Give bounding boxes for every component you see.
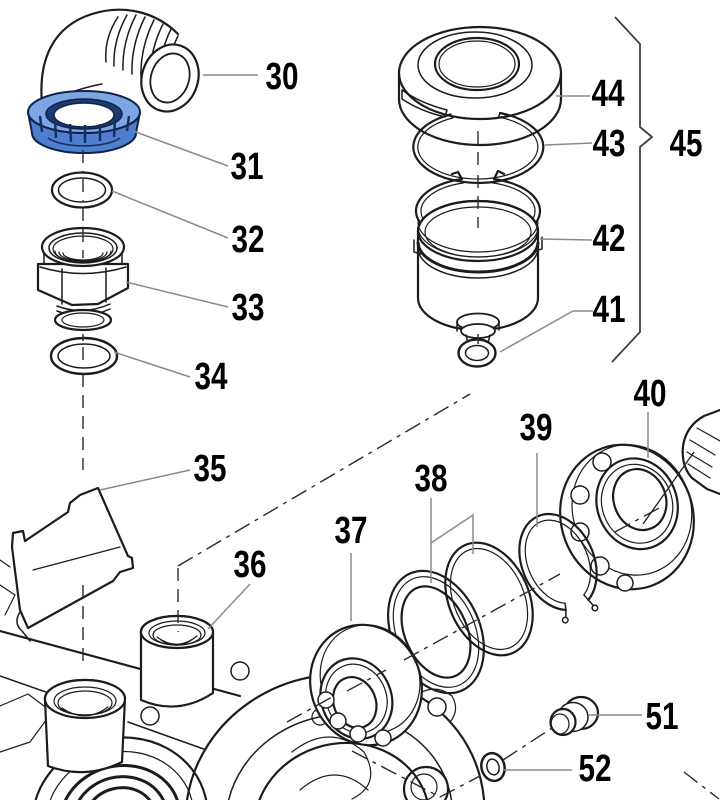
crankshaft-axis-line xyxy=(286,505,664,723)
part-52-o-ring xyxy=(480,751,506,783)
part-label-38: 38 xyxy=(415,458,448,500)
part-label-32: 32 xyxy=(232,219,265,261)
part-label-44: 44 xyxy=(592,73,625,115)
part-37-bearing xyxy=(309,623,423,747)
part-label-52: 52 xyxy=(579,748,612,790)
part-pump-crankcase xyxy=(0,614,486,800)
accumulator-lip-lines xyxy=(417,221,539,258)
part-label-35: 35 xyxy=(194,448,227,490)
valve-block-edge xyxy=(32,546,121,571)
part-label-39: 39 xyxy=(520,407,553,449)
leader-41 xyxy=(499,310,593,353)
part-shaft-end xyxy=(681,408,720,496)
bearing-ball xyxy=(590,556,610,576)
leader-38 xyxy=(430,498,474,583)
leader-42 xyxy=(539,238,593,241)
axis-lines xyxy=(82,131,695,723)
part-label-51: 51 xyxy=(646,696,679,738)
leader-43 xyxy=(544,142,593,146)
bearing-ball xyxy=(592,452,612,472)
bracket-45 xyxy=(611,16,653,363)
part-35-valve-block xyxy=(0,486,135,642)
bolt-hole xyxy=(427,697,447,717)
leader-31 xyxy=(132,130,229,167)
part-38-ring-b xyxy=(444,541,534,657)
elbow-open-end xyxy=(140,43,200,113)
part-33-adapter-fitting xyxy=(36,226,130,332)
part-label-36: 36 xyxy=(234,544,267,586)
accumulator-diagonal-axis xyxy=(177,393,471,567)
leader-35 xyxy=(99,469,191,491)
bearing-ball xyxy=(616,574,634,592)
part-label-42: 42 xyxy=(593,218,626,260)
plug-axis-line xyxy=(351,727,720,800)
flange-ear xyxy=(419,688,457,723)
part-label-40: 40 xyxy=(634,373,667,415)
callout-labels: 30 31 32 33 34 35 36 37 38 39 40 41 42 4… xyxy=(194,56,703,790)
part-43-ring xyxy=(412,111,545,184)
valve-block-tail xyxy=(0,559,16,616)
cap-slot xyxy=(401,89,448,118)
pipe-through-nut xyxy=(53,102,115,128)
part-label-43: 43 xyxy=(593,123,626,165)
adapter-bore-threads xyxy=(54,250,112,263)
bolt-hole xyxy=(140,706,160,726)
port-36 xyxy=(139,614,215,708)
ring-nut-bottom-edge xyxy=(47,137,121,147)
plug-seat-boss xyxy=(402,765,450,800)
bearing-ball xyxy=(349,725,367,743)
bearing-ball xyxy=(329,712,347,730)
leader-lines xyxy=(99,16,653,771)
accumulator-valve-neck xyxy=(456,312,500,347)
valve-stem xyxy=(16,611,31,642)
leader-36 xyxy=(207,583,251,630)
part-34-o-ring xyxy=(49,336,119,376)
part-44-cap xyxy=(397,25,563,147)
part-label-41: 41 xyxy=(593,289,626,331)
bearing-ball xyxy=(570,485,590,505)
part-label-37: 37 xyxy=(335,510,368,552)
part-51-plug xyxy=(549,695,600,737)
part-label-30: 30 xyxy=(266,56,299,98)
part-31-ring-nut xyxy=(27,90,141,154)
bearing-ball xyxy=(374,729,392,747)
part-42-accumulator-body xyxy=(413,169,543,347)
adapter-hex-edges xyxy=(39,266,127,305)
leader-33 xyxy=(125,281,229,308)
part-label-33: 33 xyxy=(232,287,265,329)
leader-32 xyxy=(111,190,229,239)
part-32-o-ring xyxy=(50,171,114,209)
part-41-o-ring xyxy=(457,338,497,368)
plug-seat-bore xyxy=(410,773,438,800)
crank-chamber-detail xyxy=(291,736,372,800)
accumulator-band xyxy=(416,241,540,274)
part-label-34: 34 xyxy=(195,356,228,398)
part-label-45: 45 xyxy=(670,123,703,165)
ring-nut-ribs xyxy=(38,115,131,143)
leader-34 xyxy=(113,351,191,378)
part-label-31: 31 xyxy=(231,146,264,188)
shaft-axis-segment xyxy=(642,451,695,525)
port-left xyxy=(43,678,127,774)
bolt-hole xyxy=(230,661,250,681)
